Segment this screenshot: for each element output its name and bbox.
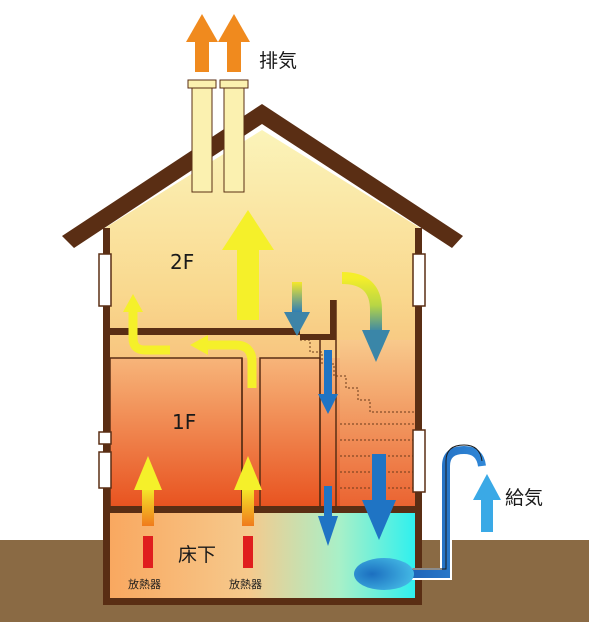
- cool-air-descending-arrow: [341, 272, 390, 362]
- floor-slabs: [105, 300, 420, 513]
- heater-right: [243, 536, 253, 568]
- supply-duct: [354, 443, 488, 590]
- warm-air-rising-arrow: [222, 210, 274, 320]
- first-floor-label: 1F: [172, 410, 197, 434]
- heater-left: [143, 536, 153, 568]
- heater-right-arrow: [234, 456, 262, 526]
- heater-left-label: 放熱器: [128, 578, 161, 591]
- exhaust-ducts: [187, 79, 249, 193]
- supply-arrow: [473, 474, 501, 532]
- cool-air-arrow-large: [362, 454, 396, 540]
- warm-air-circulation-arrow: [123, 294, 257, 388]
- heater-right-label: 放熱器: [229, 578, 262, 591]
- exhaust-arrow-right: [218, 14, 250, 72]
- house-walls: [103, 228, 422, 605]
- air-down-arrow-small: [284, 282, 310, 336]
- supply-label: 給気: [505, 487, 544, 509]
- second-floor-label: 2F: [170, 250, 195, 274]
- heater-left-arrow: [134, 456, 162, 526]
- exhaust-arrow-left: [186, 14, 218, 72]
- exhaust-label: 排気: [259, 50, 298, 72]
- underfloor-label: 床下: [178, 544, 217, 566]
- cool-air-arrow-stair-2: [318, 486, 338, 546]
- windows: [98, 253, 426, 493]
- cool-air-arrow-stair-1: [318, 350, 338, 414]
